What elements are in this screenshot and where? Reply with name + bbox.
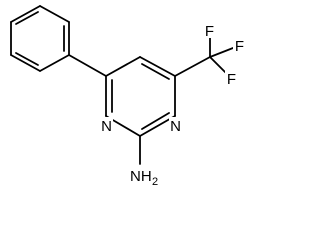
c-f-bond: [209, 56, 228, 75]
cf3-bond: [174, 56, 211, 77]
pyrimidine-bond: [139, 56, 176, 77]
atom-label-n-left: N: [100, 117, 113, 135]
atom-label-n-right: N: [169, 117, 182, 135]
fluorine-bottom-label: F: [227, 71, 236, 88]
phenyl-bond: [39, 54, 70, 72]
fluorine-top-label: F: [205, 23, 214, 40]
pyrimidine-ring: [105, 56, 176, 137]
atom-label-f-top: F: [203, 22, 216, 40]
atom-label-amine: NH 2: [127, 165, 161, 188]
phenyl-bond: [10, 5, 41, 23]
c-f-bond: [209, 47, 234, 58]
pyrimidine-double-bond: [141, 63, 170, 80]
amine-subscript: 2: [152, 176, 158, 188]
phenyl-double-bond: [15, 52, 39, 66]
biaryl-bond: [68, 54, 107, 77]
trifluoromethyl-group: [174, 36, 234, 77]
fluorine-right-label: F: [235, 38, 244, 55]
phenyl-bond: [39, 5, 70, 23]
phenyl-bond: [10, 54, 41, 72]
chemical-structure-diagram: N N NH 2 F F F: [10, 5, 246, 188]
pyrimidine-bond: [105, 56, 141, 77]
amine-label: NH: [130, 168, 152, 185]
atom-label-f-bottom: F: [225, 70, 238, 88]
atom-label-f-right: F: [233, 37, 246, 55]
phenyl-double-bond: [15, 11, 39, 25]
nitrogen-left-label: N: [101, 118, 112, 135]
pyrimidine-double-bond: [141, 112, 170, 130]
phenyl-ring: [10, 5, 70, 72]
nitrogen-right-label: N: [170, 118, 181, 135]
